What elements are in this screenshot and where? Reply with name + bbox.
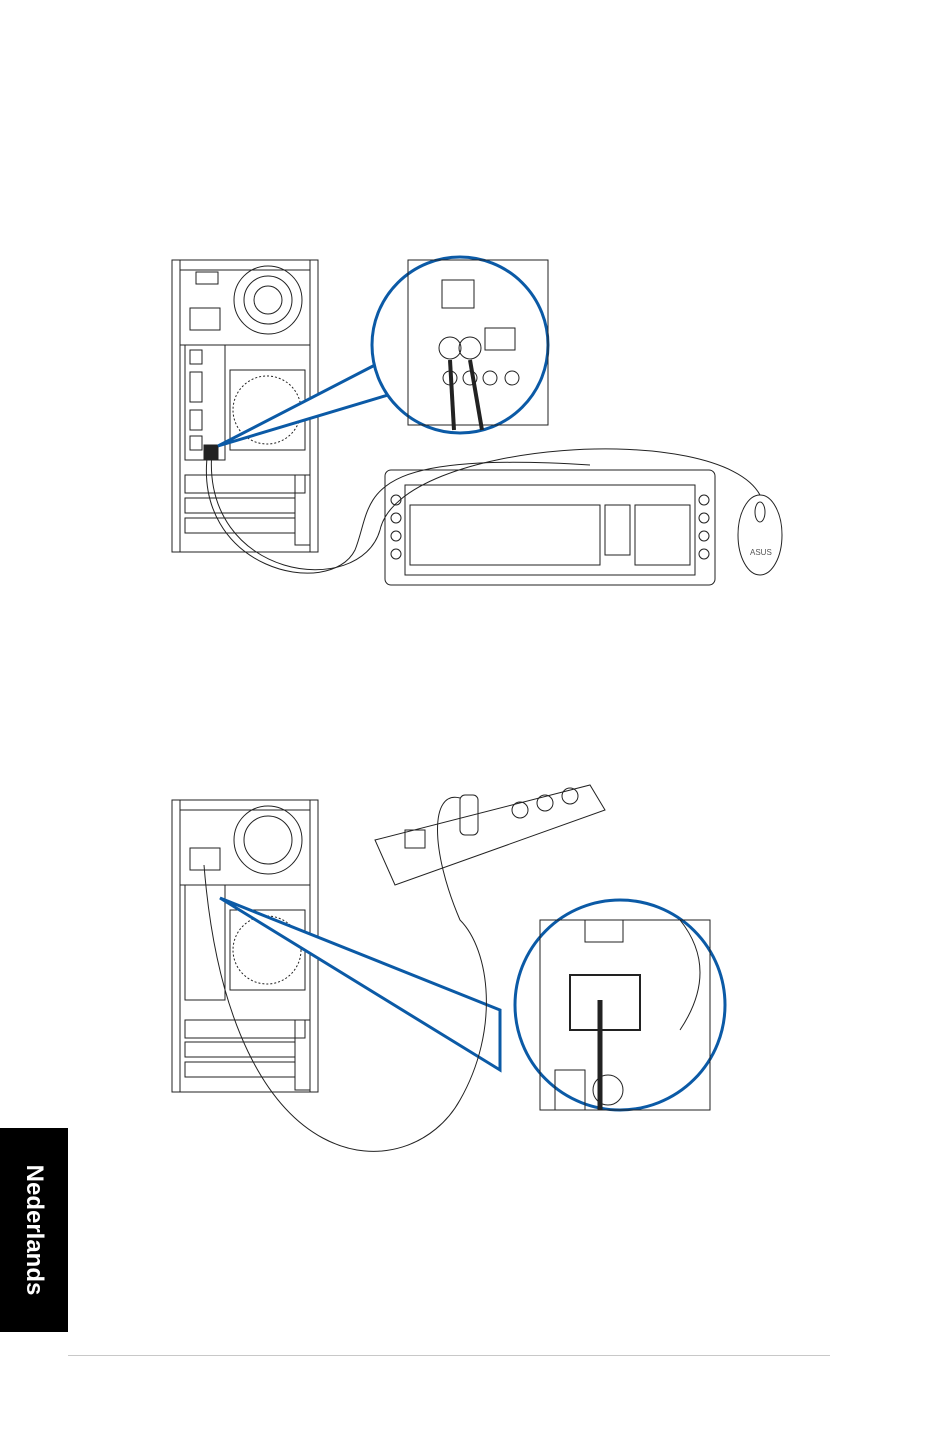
callout-magnifier-2	[220, 898, 725, 1110]
power-strip	[375, 785, 605, 885]
power-cable-connection-figure	[160, 770, 730, 1170]
keyboard-mouse-connection-figure: ASUS	[160, 250, 800, 595]
power-cable-illustration	[160, 770, 730, 1170]
mouse-brand: ASUS	[750, 548, 772, 557]
language-side-tab: Nederlands	[0, 1128, 68, 1332]
callout-magnifier	[218, 257, 548, 446]
mouse: ASUS	[738, 495, 782, 575]
keyboard-mouse-illustration: ASUS	[160, 250, 800, 595]
keyboard-cable	[206, 450, 590, 573]
language-label: Nederlands	[20, 1165, 48, 1296]
keyboard	[385, 470, 715, 585]
footer-divider	[68, 1355, 830, 1356]
